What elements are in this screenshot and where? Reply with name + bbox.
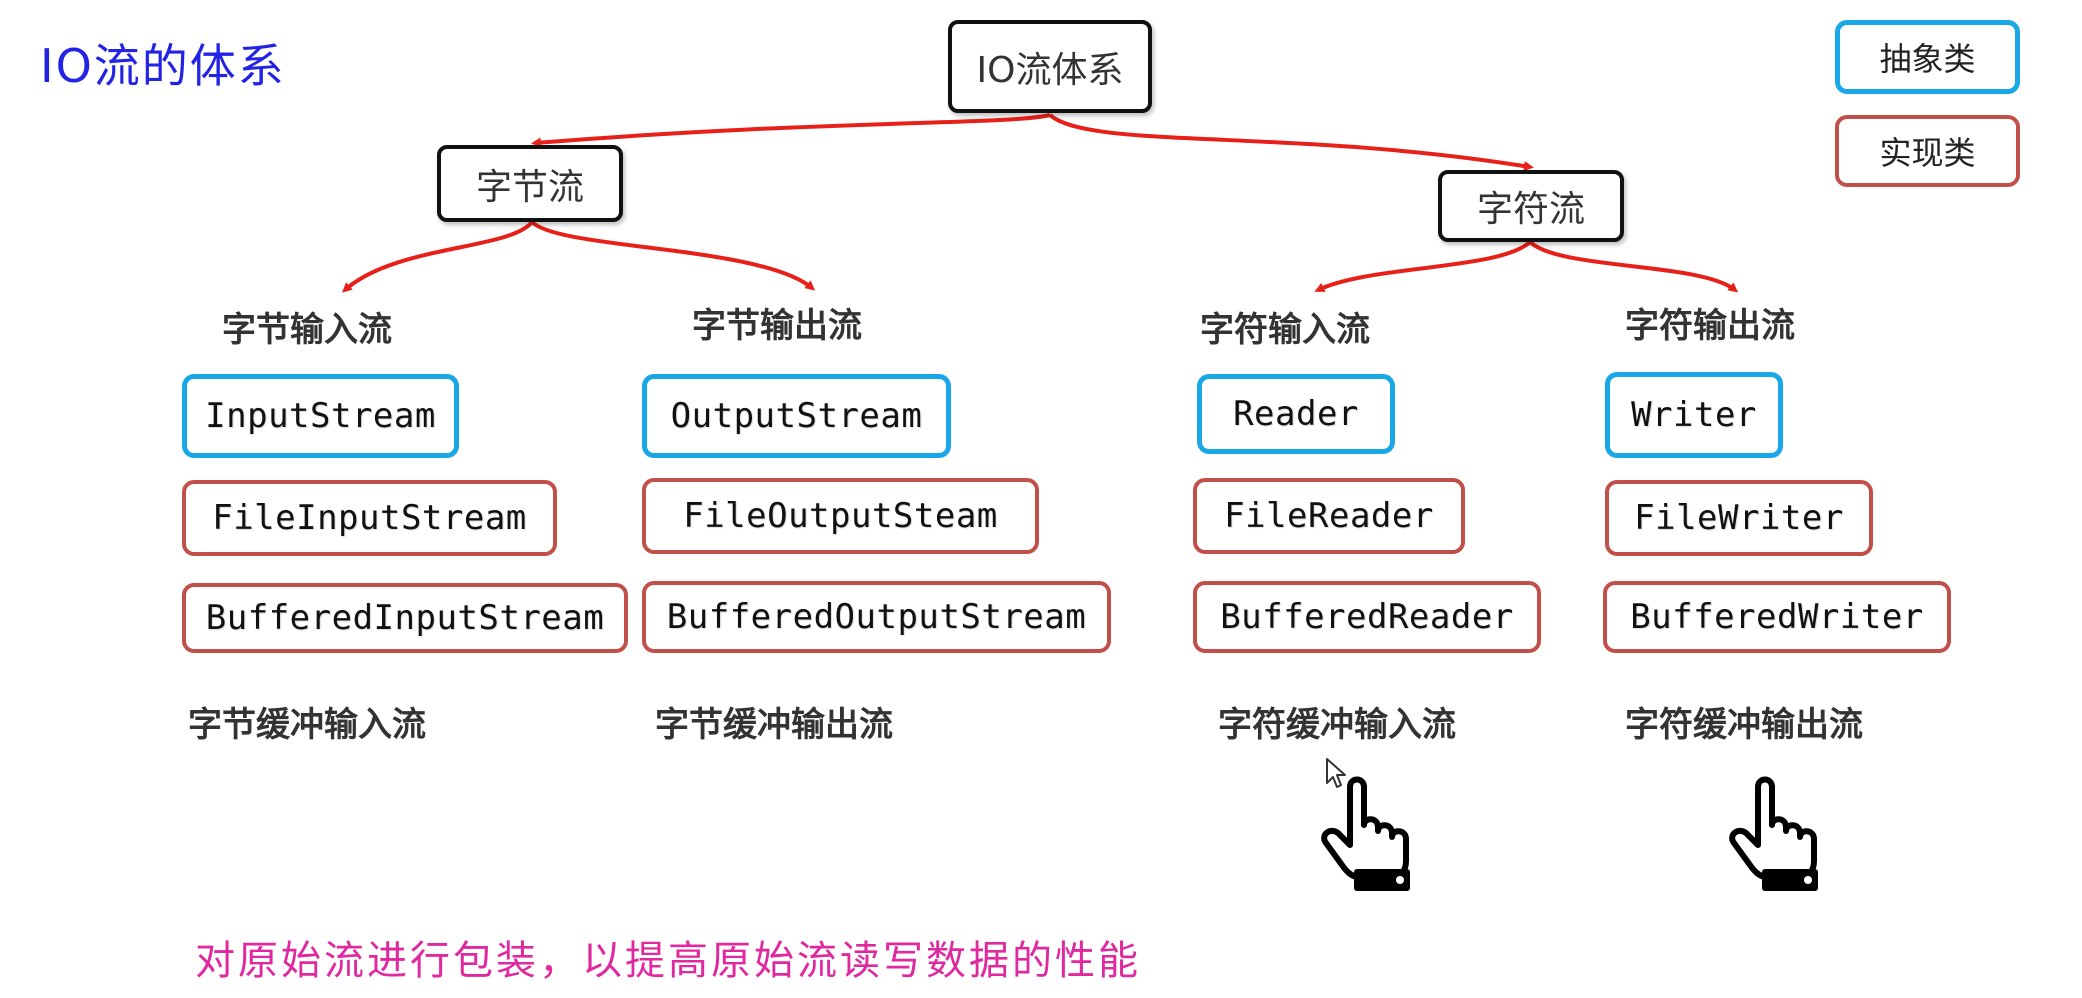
char-input-stream-label: 字符输入流 [1200,310,1370,350]
bufferedwriter-box: BufferedWriter [1603,581,1951,653]
char-output-stream-label: 字符输出流 [1625,306,1795,346]
byte-buffered-output-label: 字节缓冲输出流 [655,705,893,745]
byte-buffered-input-label: 字节缓冲输入流 [188,705,426,745]
mouse-cursor-icon [1326,758,1346,788]
writer-box: Writer [1605,372,1783,458]
char-buffered-input-label: 字符缓冲输入流 [1218,705,1456,745]
char-buffered-output-label: 字符缓冲输出流 [1625,705,1863,745]
root-node: IO流体系 [948,20,1152,113]
filereader-box: FileReader [1193,478,1465,554]
arrow-char-to-input [1314,240,1532,292]
arrow-root-to-byte-stream [531,113,1051,148]
legend-abstract-class: 抽象类 [1835,20,2020,94]
char-stream-node: 字符流 [1438,170,1624,242]
legend-implementation-class: 实现类 [1835,115,2020,187]
fileinputstream-box: FileInputStream [182,480,557,556]
byte-input-stream-label: 字节输入流 [222,310,392,350]
page-title: IO流的体系 [40,39,286,93]
bufferedinputstream-box: BufferedInputStream [182,583,628,653]
caption-text: 对原始流进行包装，以提高原始流读写数据的性能 [195,938,1141,984]
bufferedreader-box: BufferedReader [1193,581,1541,653]
fileoutputsteam-box: FileOutputSteam [642,478,1039,554]
arrow-root-to-char-stream [1048,113,1534,171]
outputstream-box: OutputStream [642,374,951,458]
filewriter-box: FileWriter [1605,480,1873,556]
arrow-char-to-output [1528,240,1739,293]
pointing-hand-icon [1729,776,1818,891]
bufferedoutputstream-box: BufferedOutputStream [642,581,1111,653]
arrow-byte-to-input [342,220,534,293]
byte-stream-node: 字节流 [437,145,623,222]
arrow-byte-to-output [530,220,816,291]
inputstream-box: InputStream [182,374,459,458]
byte-output-stream-label: 字节输出流 [692,306,862,346]
pointing-hand-icon [1321,776,1410,891]
reader-box: Reader [1197,374,1395,454]
